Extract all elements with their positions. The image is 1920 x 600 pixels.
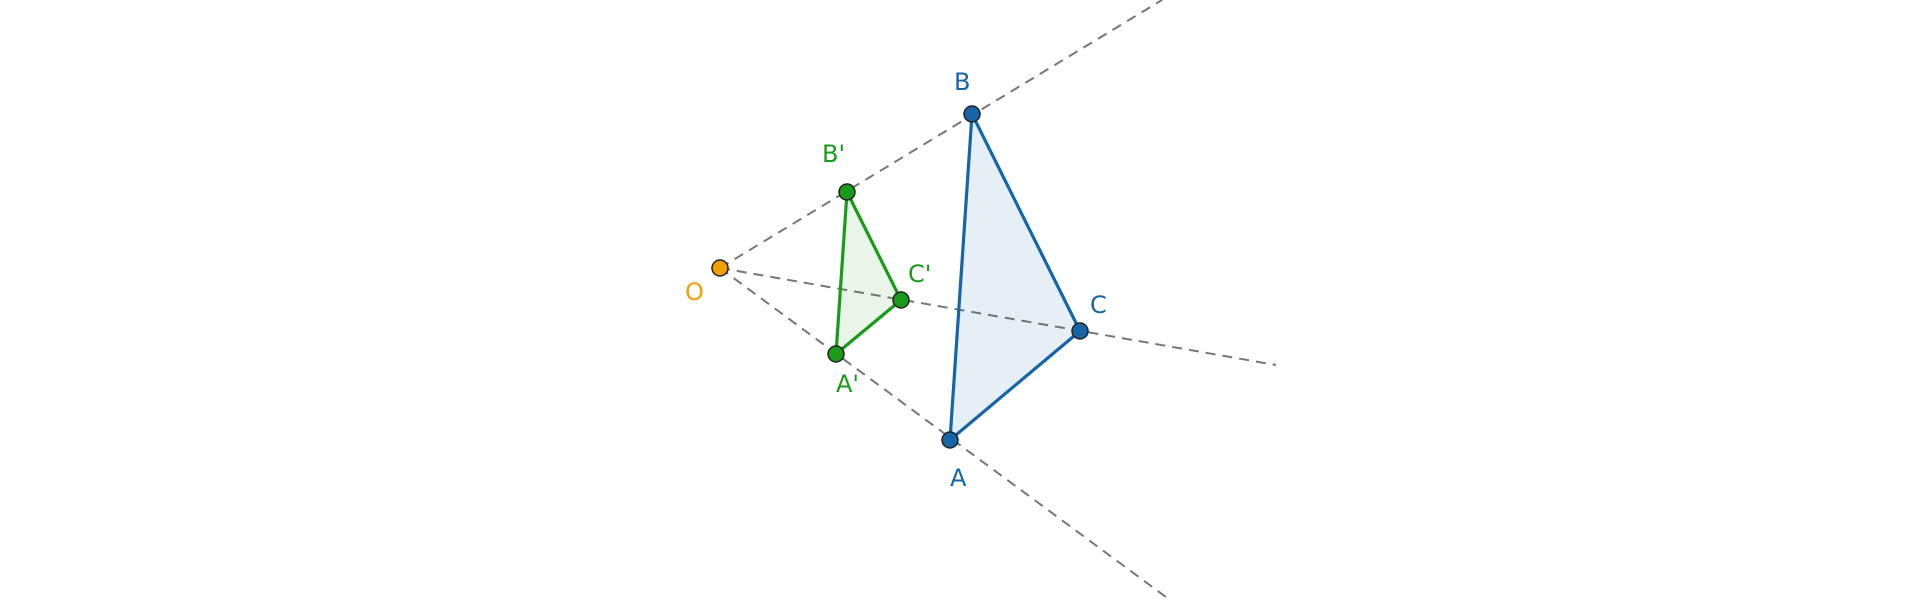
label-a: A <box>950 464 967 492</box>
ray-through-C <box>719 267 1277 366</box>
point-c-prime[interactable] <box>892 291 910 309</box>
triangle-a-prime-b-prime-c-prime[interactable] <box>834 190 903 356</box>
triangle-abc[interactable] <box>948 112 1082 442</box>
label-c-prime: C' <box>908 260 931 288</box>
label-b: B <box>954 68 970 96</box>
label-a-prime: A' <box>836 370 859 398</box>
label-b-prime: B' <box>822 140 845 168</box>
ray-through-B <box>719 0 1163 269</box>
label-o: O <box>685 278 704 306</box>
point-b[interactable] <box>963 105 981 123</box>
label-c: C <box>1090 291 1107 319</box>
point-c[interactable] <box>1071 322 1089 340</box>
point-a[interactable] <box>941 431 959 449</box>
point-o[interactable] <box>711 259 729 277</box>
point-a-prime[interactable] <box>827 345 845 363</box>
point-b-prime[interactable] <box>838 183 856 201</box>
